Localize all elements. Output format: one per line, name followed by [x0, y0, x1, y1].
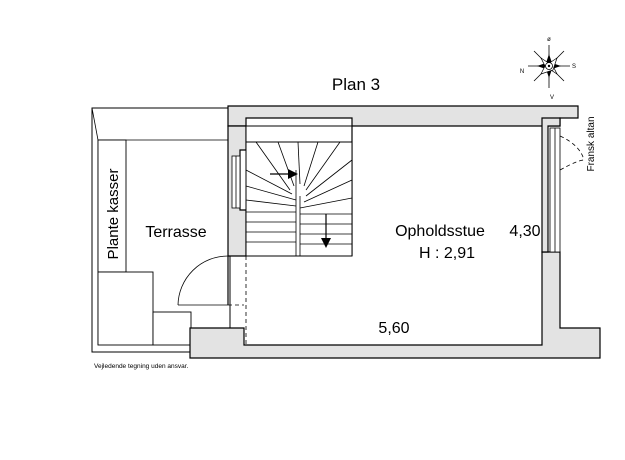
planter-boxes	[97, 139, 192, 346]
plan-title: Plan 3	[332, 75, 380, 94]
width-dimension-label: 5,60	[378, 320, 409, 337]
staircase	[245, 141, 353, 257]
depth-dimension-label: 4,30	[509, 223, 540, 240]
left-window	[231, 155, 241, 209]
compass-n-label: N	[520, 69, 524, 75]
french-balcony-window	[549, 127, 585, 253]
compass-s-label: S	[572, 64, 576, 70]
disclaimer-text: Vejledende tegning uden ansvar.	[94, 363, 189, 370]
french-balcony-label: Fransk altan	[586, 116, 597, 171]
planters-label: Plante kasser	[105, 169, 122, 260]
compass-w-label: V	[550, 95, 554, 101]
wall-cabinet	[245, 125, 353, 143]
living-room-label: Opholdsstue	[395, 223, 485, 240]
compass-rose-icon: ø S N V	[520, 37, 576, 101]
ceiling-height-label: H : 2,91	[419, 245, 475, 262]
terrace-door	[177, 255, 244, 306]
compass-e-label: ø	[547, 37, 551, 43]
terrace-label: Terrasse	[145, 224, 206, 241]
